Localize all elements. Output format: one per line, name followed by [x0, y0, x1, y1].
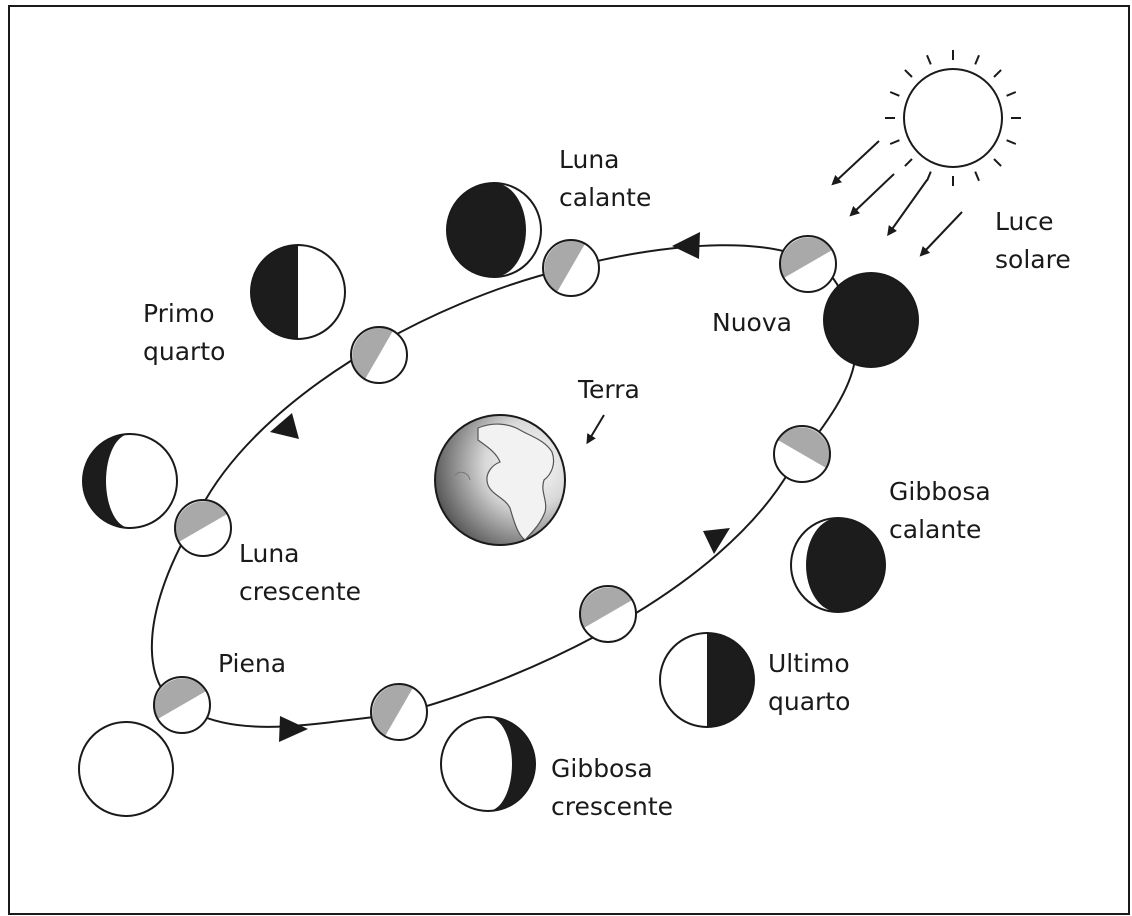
sun-ray — [994, 70, 1001, 77]
sun-icon — [885, 50, 1021, 186]
terra-pointer — [589, 415, 604, 440]
phase-primo-quarto — [251, 245, 345, 339]
phase-luna-calante — [447, 183, 541, 277]
phase-luna-crescente — [83, 434, 177, 528]
sun-ray — [905, 70, 912, 77]
phase-piena — [79, 722, 173, 816]
sun-ray — [927, 55, 931, 64]
sun-ray — [890, 140, 899, 144]
orbit-moon — [543, 240, 599, 296]
label-gibbosa-crescente: Gibbosa crescente — [551, 754, 673, 821]
phase-gibbosa-calante — [791, 518, 885, 612]
label-ultimo-quarto: Ultimo quarto — [768, 649, 858, 716]
sun-ray — [1007, 92, 1016, 96]
sun-ray — [975, 172, 979, 181]
label-luce-solare: Luce solare — [995, 207, 1071, 274]
label-piena: Piena — [218, 649, 286, 678]
orbit-moon — [580, 586, 636, 642]
orbit-moon — [774, 426, 830, 482]
sun-ray — [1007, 140, 1016, 144]
sun-ray — [975, 55, 979, 64]
label-nuova: Nuova — [712, 308, 792, 337]
sun-ray — [994, 159, 1001, 166]
orbit-arrow-top — [672, 232, 700, 259]
orbit-moon — [780, 236, 836, 292]
sun-ray — [927, 172, 931, 181]
phase-nuova — [824, 273, 918, 367]
label-gibbosa-calante: Gibbosa calante — [889, 477, 999, 544]
orbit-moon — [154, 677, 210, 733]
orbit-moon — [351, 327, 407, 383]
orbit-arrow-right — [703, 528, 730, 554]
label-terra: Terra — [577, 375, 640, 404]
phase-ultimo-quarto — [660, 633, 754, 727]
orbit-arrow-bottom — [279, 716, 308, 742]
sun-ray — [890, 92, 899, 96]
label-primo-quarto: Primo quarto — [143, 299, 225, 366]
earth-icon — [435, 415, 565, 545]
orbit-moon — [175, 500, 231, 556]
orbit-moon — [371, 684, 427, 740]
phase-gibbosa-crescente — [441, 717, 535, 811]
label-luna-calante: Luna calante — [559, 145, 651, 212]
label-luna-crescente: Luna crescente — [239, 539, 361, 606]
sun-ray — [905, 159, 912, 166]
